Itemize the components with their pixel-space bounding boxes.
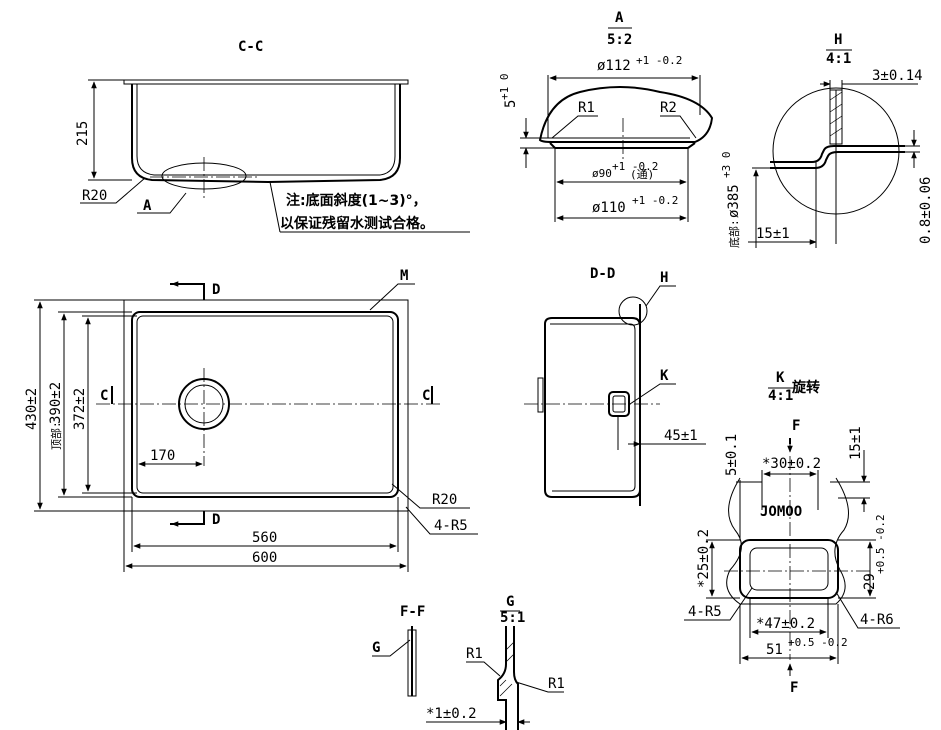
dim-h-0-8: 0.8±0.06: [918, 177, 934, 244]
view-scale-h: 4:1: [826, 51, 851, 67]
dim-k-47: *47±0.2: [756, 616, 815, 632]
section-mark-c-right: C: [422, 388, 430, 404]
dim-h-15: 15±1: [756, 226, 790, 242]
note-line-1: 注:底面斜度(1~3)°，: [286, 192, 427, 209]
section-mark-c-left: C: [100, 388, 108, 404]
detail-view-g: G 5:1 R1 R1 *1±0.2: [426, 594, 565, 730]
view-title-a: A: [615, 10, 624, 26]
dim-h-385: ø385: [726, 184, 742, 218]
view-scale-a: 5:2: [607, 32, 632, 48]
view-scale-k: 4:1: [768, 388, 793, 404]
dim-390: 390±2: [48, 382, 64, 424]
view-title-f-f: F-F: [400, 604, 425, 620]
view-scale-g: 5:1: [500, 610, 525, 626]
view-title-g: G: [506, 594, 514, 610]
section-view-d-d: D-D H K 45±1: [524, 266, 706, 506]
dim-560: 560: [252, 530, 277, 546]
dim-a-110: ø110: [592, 200, 626, 216]
radius-g-r1-left: R1: [466, 646, 483, 662]
corner-k-4-r5: 4-R5: [688, 604, 722, 620]
corner-plan-4-r5: 4-R5: [434, 518, 468, 534]
radius-plan-r20: R20: [432, 492, 457, 508]
section-view-c-c: C-C 215 R20 A 注:底面斜度(1~3)°， 以保证残留水测试合格。: [75, 39, 470, 233]
section-mark-d-bottom: D: [212, 512, 220, 528]
dim-a-110-tol: +1 -0.2: [632, 194, 678, 207]
dim-a-depth: 5: [503, 100, 519, 108]
dim-k-15: 15±1: [848, 426, 864, 460]
radius-g-r1-right: R1: [548, 676, 565, 692]
radius-a-r2: R2: [660, 100, 677, 116]
dim-a-depth-tol: +1 0: [498, 74, 511, 101]
dim-k-51-tol: +0.5 -0.2: [788, 636, 848, 649]
corner-k-4-r6: 4-R6: [860, 612, 894, 628]
dim-600: 600: [252, 550, 277, 566]
dim-g-1: *1±0.2: [426, 706, 477, 722]
dim-k-29: 29: [862, 573, 878, 590]
logo-jomoo: JOMOO: [760, 504, 802, 520]
dim-430: 430±2: [24, 388, 40, 430]
dim-a-90-tol: +1 -0.2: [612, 160, 658, 173]
section-mark-d-top: D: [212, 282, 220, 298]
section-view-f-f: F-F G: [372, 604, 425, 697]
dim-390-prefix: 顶部:: [49, 421, 63, 450]
rotate-label: 旋转: [791, 379, 820, 396]
view-title-d-d: D-D: [590, 266, 615, 282]
dim-k-29-tol: +0.5 -0.2: [874, 514, 887, 574]
dim-45: 45±1: [664, 428, 698, 444]
section-mark-f-top: F: [792, 418, 800, 434]
radius-a-r1: R1: [578, 100, 595, 116]
detail-view-a: A 5:2 ø112 +1 -0.2 5 +1 0 R1 R2 ø90 +1 -…: [498, 10, 714, 222]
dim-372: 372±2: [72, 388, 88, 430]
dim-k-51: 51: [766, 642, 783, 658]
view-title-c-c: C-C: [238, 39, 263, 55]
note-line-2: 以保证残留水测试合格。: [280, 215, 434, 232]
dim-h-base-prefix: 底部:: [727, 219, 741, 248]
section-mark-f-bottom: F: [790, 680, 798, 696]
dim-170: 170: [150, 448, 175, 464]
view-title-k: K: [776, 370, 785, 386]
view-title-h: H: [834, 32, 842, 48]
dim-a-90-note: (通): [630, 168, 654, 181]
ref-h: H: [660, 270, 668, 286]
dim-a-112: ø112: [597, 58, 631, 74]
dim-215: 215: [75, 121, 91, 146]
dim-k-30: *30±0.2: [762, 456, 821, 472]
detail-view-k: K 4:1 旋转 F F JOMOO *30±0.2 5±0.1 15±1: [684, 370, 900, 696]
dim-a-90: ø90: [592, 167, 612, 180]
detail-ref-a: A: [143, 198, 152, 214]
dim-h-385-tol: +3 0: [720, 152, 733, 179]
dim-k-5: 5±0.1: [724, 434, 740, 476]
radius-r20: R20: [82, 188, 107, 204]
ref-m: M: [400, 268, 408, 284]
dim-k-25: *25±0.2: [696, 529, 712, 588]
ref-g: G: [372, 640, 380, 656]
plan-view: D D C C M 430±2 顶部: 390±2 372±2 170 R20 …: [24, 268, 478, 572]
ref-k: K: [660, 368, 669, 384]
dim-h-3: 3±0.14: [872, 68, 923, 84]
detail-view-h: H 4:1 3±0.14 底部: ø385 +3 0 0.8±0.06 15±1: [720, 32, 934, 248]
dim-a-112-tol: +1 -0.2: [636, 54, 682, 67]
